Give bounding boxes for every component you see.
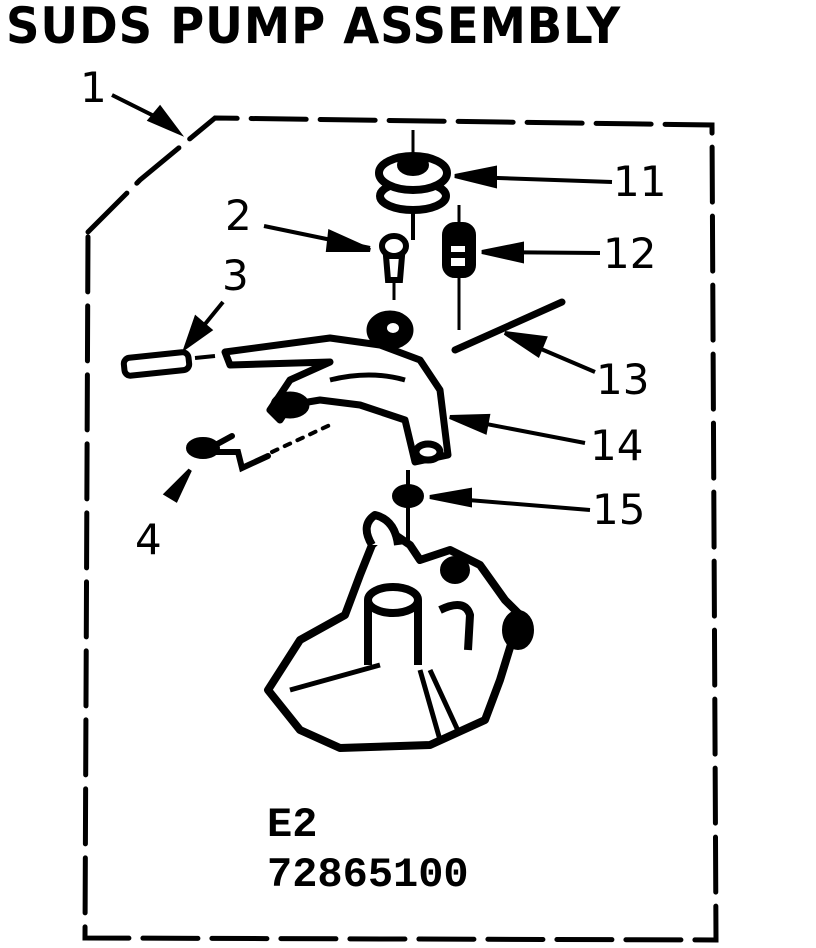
callout-4: 4 [135,515,162,564]
callout-12: 12 [603,229,657,278]
part-number: 72865100 [267,851,469,899]
pulley-part [375,130,451,240]
assembly-frame [82,115,719,943]
callout-3: 3 [222,251,249,300]
callout-11: 11 [613,157,667,206]
leader-13 [503,331,596,374]
washer-part [392,470,424,540]
diagram-title: SUDS PUMP ASSEMBLY [6,0,622,55]
leader-1 [111,93,185,137]
spring-part [442,205,476,330]
leader-2 [263,224,371,252]
screw-part [379,233,409,300]
callout-1: 1 [80,63,107,112]
figure-code: E2 [267,801,318,849]
leader-15 [429,487,591,512]
leader-14 [449,413,586,445]
leader-11 [454,165,613,189]
pin-part [120,349,216,379]
callout-14: 14 [590,421,644,470]
clip-part [186,423,332,473]
leader-12 [481,241,601,264]
leader-3 [182,300,225,353]
rod-part [451,298,566,354]
leader-4 [162,468,192,503]
pump-housing [264,511,534,752]
callout-15: 15 [592,485,646,534]
callout-2: 2 [225,191,252,240]
callout-13: 13 [596,355,650,404]
bracket-part [221,310,452,466]
figure-codes: E2 72865100 [267,800,469,900]
